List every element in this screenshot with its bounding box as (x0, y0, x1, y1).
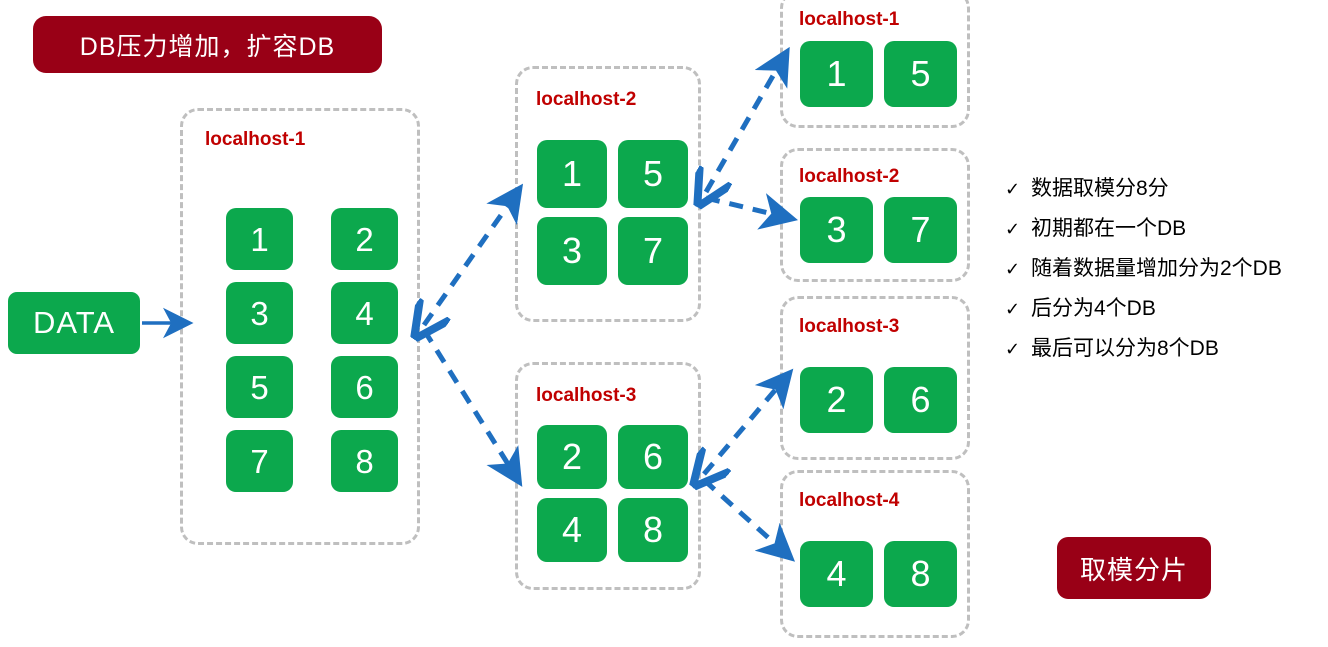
shard-tile: 5 (618, 140, 688, 208)
arrow-stage2b-to-stage3-host3 (704, 382, 782, 474)
shard-tile: 3 (800, 197, 873, 263)
shard-tile: 8 (331, 430, 398, 492)
host-label: localhost-1 (799, 9, 900, 30)
shard-tile: 2 (331, 208, 398, 270)
arrow-stage2b-to-stage3-host4 (702, 478, 796, 562)
arrow-stage1-to-host3 (421, 328, 523, 487)
shard-tile: 6 (331, 356, 398, 418)
shard-tile: 7 (226, 430, 293, 492)
title-banner: DB压力增加，扩容DB (33, 16, 382, 73)
notes-list: ✓ 数据取模分8分 ✓ 初期都在一个DB ✓ 随着数据量增加分为2个DB ✓ 后… (1005, 172, 1325, 372)
shard-tile: 1 (226, 208, 293, 270)
host-label: localhost-1 (205, 129, 306, 150)
check-icon: ✓ (1005, 339, 1021, 359)
list-item-label: 数据取模分8分 (1031, 177, 1169, 200)
host-label: localhost-4 (799, 490, 900, 511)
check-icon: ✓ (1005, 299, 1021, 319)
shard-tile: 2 (537, 425, 607, 489)
host-container-stage2-localhost-2: localhost-2 1 5 3 7 (515, 66, 701, 322)
modulo-sharding-banner: 取模分片 (1057, 537, 1211, 599)
shard-tile: 5 (884, 41, 957, 107)
shard-tile: 8 (618, 498, 688, 562)
list-item-label: 随着数据量增加分为2个DB (1031, 257, 1282, 280)
arrow-stage2a-to-stage3-host1 (706, 62, 781, 192)
shard-tile: 4 (800, 541, 873, 607)
host-container-stage1-localhost-1: localhost-1 1 2 3 4 5 6 7 8 (180, 108, 420, 545)
shard-tile: 4 (331, 282, 398, 344)
shard-tile: 6 (884, 367, 957, 433)
arrow-stage2a-to-stage3-host2 (705, 193, 799, 230)
shard-tile: 7 (618, 217, 688, 285)
shard-tile: 3 (537, 217, 607, 285)
shard-tile: 3 (226, 282, 293, 344)
shard-tile: 6 (618, 425, 688, 489)
shard-tile: 1 (537, 140, 607, 208)
list-item: ✓ 后分为4个DB (1005, 292, 1325, 322)
list-item-label: 最后可以分为8个DB (1031, 337, 1219, 360)
host-label: localhost-2 (799, 166, 900, 187)
host-container-stage3-localhost-4: localhost-4 4 8 (780, 470, 970, 638)
arrow-stage1-to-host2 (424, 198, 513, 325)
list-item: ✓ 初期都在一个DB (1005, 212, 1325, 242)
shard-tile: 1 (800, 41, 873, 107)
list-item-label: 后分为4个DB (1031, 297, 1156, 320)
list-item-label: 初期都在一个DB (1031, 217, 1187, 240)
shard-tile: 8 (884, 541, 957, 607)
list-item: ✓ 最后可以分为8个DB (1005, 332, 1325, 362)
check-icon: ✓ (1005, 259, 1021, 279)
host-label: localhost-2 (536, 89, 637, 110)
shard-tile: 2 (800, 367, 873, 433)
check-icon: ✓ (1005, 219, 1021, 239)
shard-tile: 4 (537, 498, 607, 562)
check-icon: ✓ (1005, 179, 1021, 199)
host-label: localhost-3 (799, 316, 900, 337)
list-item: ✓ 随着数据量增加分为2个DB (1005, 252, 1325, 282)
shard-tile: 7 (884, 197, 957, 263)
host-container-stage3-localhost-3: localhost-3 2 6 (780, 296, 970, 460)
host-label: localhost-3 (536, 385, 637, 406)
host-container-stage3-localhost-2: localhost-2 3 7 (780, 148, 970, 282)
host-container-stage2-localhost-3: localhost-3 2 6 4 8 (515, 362, 701, 590)
shard-tile: 5 (226, 356, 293, 418)
list-item: ✓ 数据取模分8分 (1005, 172, 1325, 202)
data-source-box: DATA (8, 292, 140, 354)
host-container-stage3-localhost-1: localhost-1 1 5 (780, 0, 970, 128)
